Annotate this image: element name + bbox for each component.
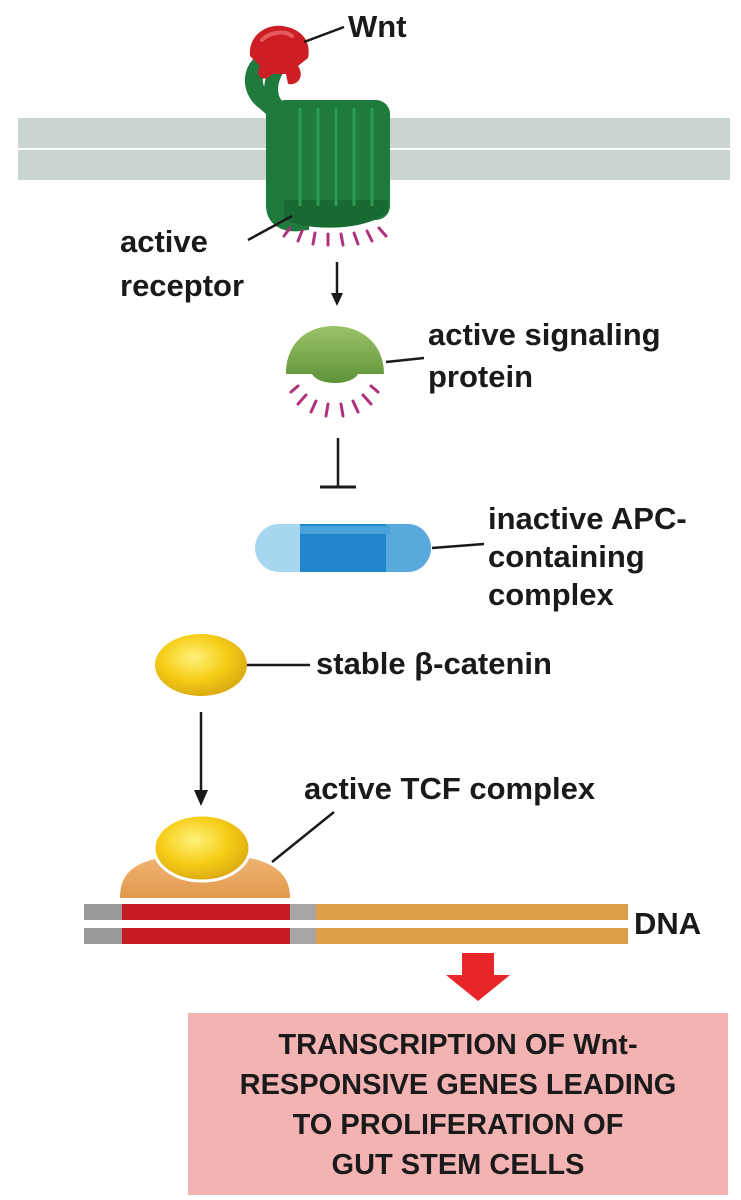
signaling-protein-leader [385, 356, 425, 364]
active-signaling-protein-label: active signaling protein [428, 317, 661, 394]
outcome-line: TO PROLIFERATION OF [292, 1109, 624, 1141]
receptor-activity-marks [282, 226, 388, 247]
wnt-leader [303, 25, 345, 44]
apc-complex-shape [255, 524, 431, 572]
signaling-protein-activity-marks [289, 384, 380, 418]
outcome-arrow [446, 953, 510, 1001]
tcf-leader [271, 811, 335, 863]
activation-arrow-1 [331, 262, 343, 306]
outcome-line: TRANSCRIPTION OF Wnt- [278, 1029, 638, 1061]
dna-label: DNA [634, 906, 702, 941]
apc-leader [431, 542, 485, 550]
tcf-complex-shape [120, 813, 290, 898]
inactive-apc-complex-label: inactive APC- containing complex [488, 501, 687, 612]
wnt-label: Wnt [348, 9, 407, 44]
leader-lines [246, 25, 485, 863]
stable-beta-catenin-label: stable β-catenin [316, 646, 552, 681]
dna-strands [84, 904, 628, 944]
wnt-ligand [249, 25, 309, 85]
receptor-shape [244, 49, 390, 232]
transcription-outcome-box: TRANSCRIPTION OF Wnt- RESPONSIVE GENES L… [188, 1013, 728, 1195]
outcome-line: GUT STEM CELLS [331, 1149, 585, 1181]
active-tcf-complex-label: active TCF complex [304, 771, 596, 806]
activation-arrow-2 [194, 712, 208, 806]
inhibition-arrow [320, 438, 356, 489]
active-signaling-protein-shape [286, 326, 384, 383]
receptor-leader [247, 214, 293, 242]
active-receptor-label: active receptor [120, 224, 245, 303]
beta-catenin-shape [155, 634, 247, 696]
outcome-line: RESPONSIVE GENES LEADING [239, 1069, 677, 1101]
